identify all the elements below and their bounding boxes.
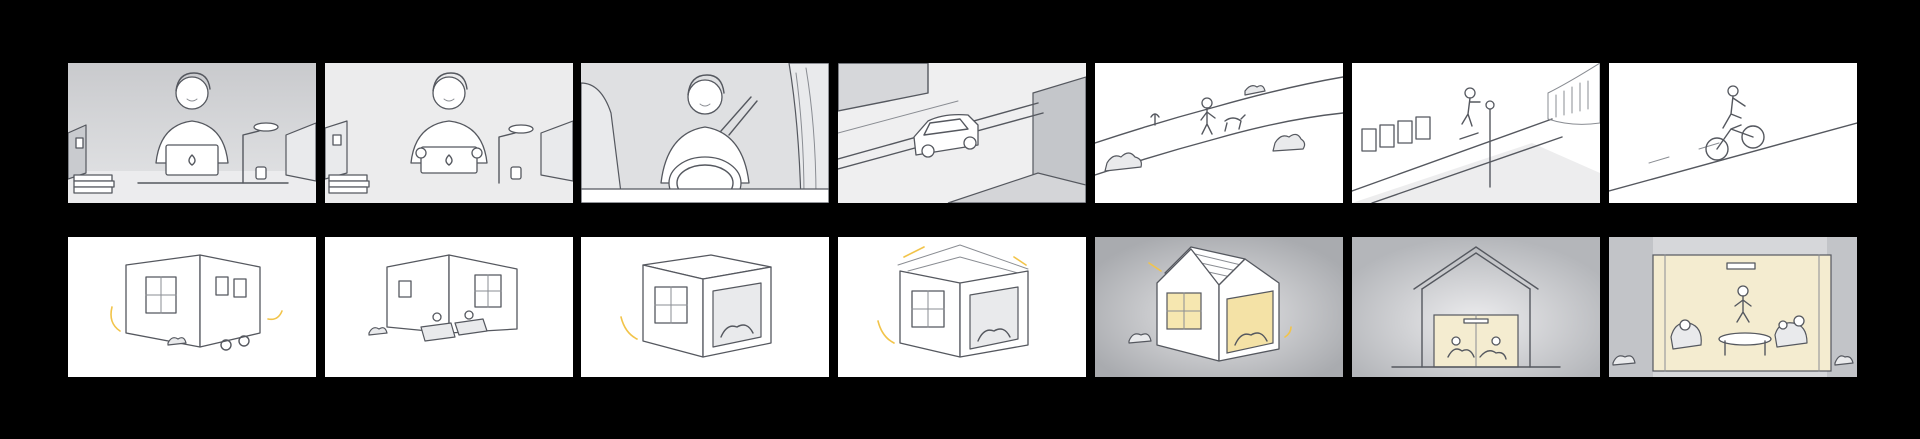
person-at-laptop-sketch	[68, 63, 316, 203]
storyboard-frame-4	[838, 63, 1086, 203]
child-on-scooter-sketch	[1352, 63, 1600, 203]
storyboard-frame-6	[1352, 63, 1600, 203]
storyboard-frame-12	[1095, 237, 1343, 377]
storyboard-frame-1	[68, 63, 316, 203]
storyboard-frame-13	[1352, 237, 1600, 377]
person-driving-sketch	[581, 63, 829, 203]
lit-house-night-sketch	[1095, 237, 1343, 377]
storyboard-frame-3	[581, 63, 829, 203]
person-closing-laptop-sketch	[325, 63, 573, 203]
living-room-family-sketch	[1609, 237, 1857, 377]
room-corner-interior-sketch	[325, 237, 573, 377]
storyboard-frame-5	[1095, 63, 1343, 203]
room-with-roof-lines-sketch	[838, 237, 1086, 377]
open-box-room-sketch	[581, 237, 829, 377]
storyboard-frame-2	[325, 63, 573, 203]
storyboard-frame-9	[325, 237, 573, 377]
storyboard-frame-14	[1609, 237, 1857, 377]
car-on-street-sketch	[838, 63, 1086, 203]
storyboard-frame-8	[68, 237, 316, 377]
storyboard-frame-10	[581, 237, 829, 377]
storyboard-frame-7	[1609, 63, 1857, 203]
house-cross-section-sketch	[1352, 237, 1600, 377]
people-walking-dog-sketch	[1095, 63, 1343, 203]
person-cycling-sketch	[1609, 63, 1857, 203]
storyboard-frame-11	[838, 237, 1086, 377]
room-corner-exterior-sketch	[68, 237, 316, 377]
